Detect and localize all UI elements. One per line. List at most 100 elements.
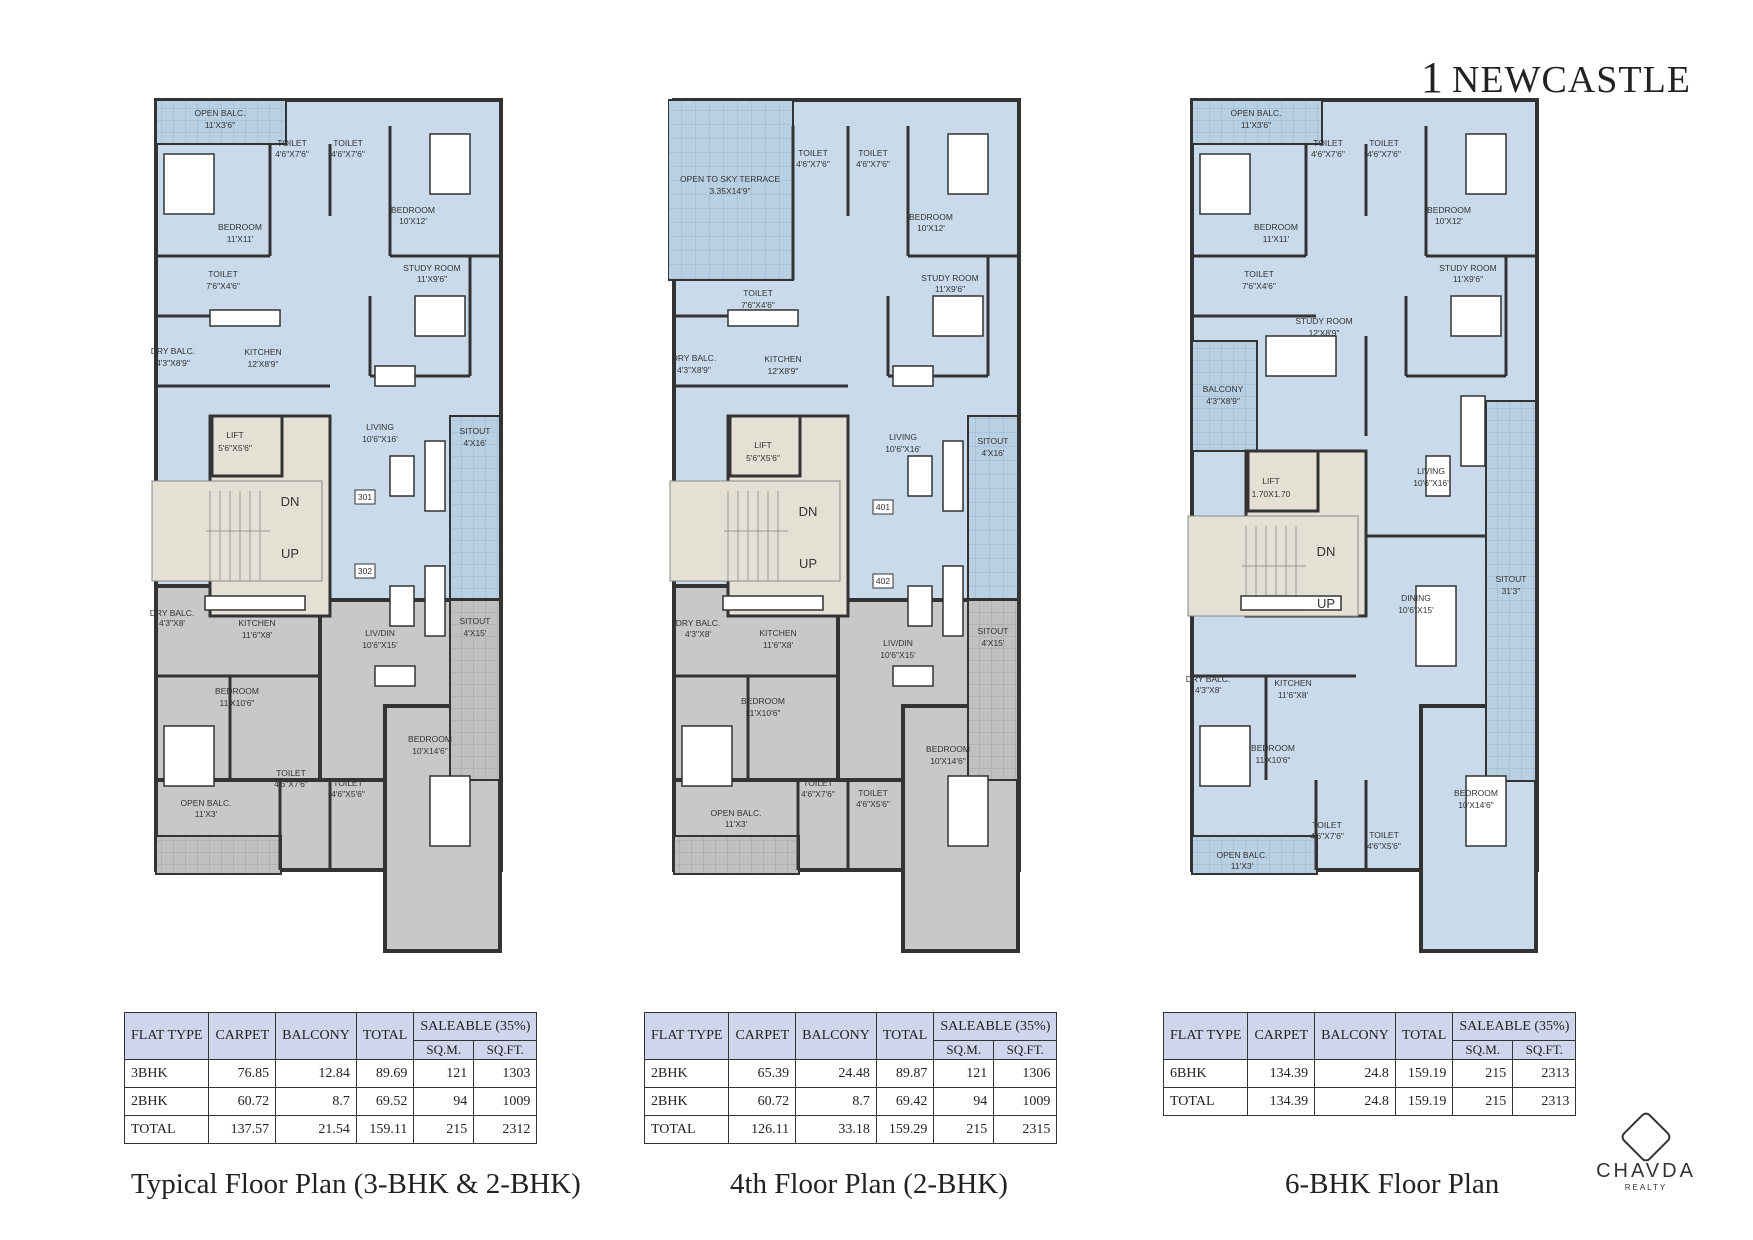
size-toilet-3: 7'6"X4'6": [1242, 281, 1276, 291]
col-balcony: BALCONY: [1314, 1012, 1396, 1060]
label-open-balc-top: OPEN BALC.: [194, 108, 245, 118]
size-toilet-4: 4'6"X7'6": [1310, 831, 1344, 841]
floor-plan-drawing-4th: OPEN TO SKY TERRACE 3.35X14'9" TOILET 4'…: [668, 98, 1021, 953]
cell-carpet: 76.85: [208, 1059, 277, 1088]
label-toilet-4: TOILET: [1312, 820, 1342, 830]
cell-sqm: 94: [933, 1087, 995, 1116]
label-livdin: LIV/DIN: [365, 628, 395, 638]
floor-plan-6bhk: OPEN BALC. 11'X3'6" BEDROOM 11'X11' TOIL…: [1186, 96, 1601, 966]
label-study: STUDY ROOM: [403, 263, 460, 273]
size-toilet-1: 4'6"X7'6": [275, 149, 309, 159]
label-toilet-4: TOILET: [803, 778, 833, 788]
logo-mark-icon: [1619, 1110, 1673, 1164]
lift-shaft: [210, 414, 284, 478]
cell-sqm: 215: [1452, 1087, 1514, 1116]
label-bedroom-1: BEDROOM: [1254, 222, 1298, 232]
label-toilet-5: TOILET: [333, 778, 363, 788]
cell-total: 69.42: [875, 1087, 935, 1116]
label-sitout-2: SITOUT: [459, 616, 490, 626]
cell-sqm: 94: [413, 1087, 475, 1116]
stair-steps: [1242, 526, 1306, 611]
label-toilet-2: TOILET: [1369, 138, 1399, 148]
size-dry-balc-2: 4'3"X8': [1195, 685, 1221, 695]
size-open-balc-bottom: 11'X3': [1231, 861, 1254, 871]
cell-total: 69.52: [355, 1087, 415, 1116]
label-lift: LIFT: [226, 430, 243, 440]
cell-carpet: 137.57: [208, 1115, 277, 1144]
label-stair-up: UP: [799, 556, 817, 571]
unit-badge-a: [872, 499, 894, 515]
size-bedroom-2: 10'X12': [917, 223, 945, 233]
label-toilet-1: TOILET: [277, 138, 307, 148]
label-dry-balc-1: DRY BALC.: [151, 346, 196, 356]
label-kitchen-1: KITCHEN: [244, 347, 281, 357]
label-living: LIVING: [889, 432, 917, 442]
col-saleable: SALEABLE (35%): [1452, 1012, 1577, 1041]
cell-sqft: 1306: [993, 1059, 1058, 1088]
label-sitout-1: SITOUT: [977, 436, 1008, 446]
floor-plan-typical: OPEN BALC. 11'X3'6" BEDROOM 11'X11' TOIL…: [150, 96, 565, 966]
table-row: TOTAL 134.39 24.8 159.19 215 2313: [1162, 1087, 1577, 1116]
label-kitchen-1: KITCHEN: [764, 354, 801, 364]
cell-total: 159.19: [1394, 1059, 1454, 1088]
label-toilet-3: TOILET: [1244, 269, 1274, 279]
col-sqft: SQ.FT.: [1512, 1040, 1577, 1060]
label-study: STUDY ROOM: [1439, 263, 1496, 273]
label-lift: LIFT: [1262, 476, 1279, 486]
stair-steps: [206, 491, 270, 581]
label-kitchen-2: KITCHEN: [1274, 678, 1311, 688]
open-balcony-bottom: [155, 835, 282, 875]
cell-balcony: 12.84: [275, 1059, 357, 1088]
col-total: TOTAL: [1394, 1012, 1454, 1060]
sitout-bottom: [449, 599, 501, 781]
size-dry-balc-1: 4'3"X8'9": [156, 358, 190, 368]
label-bedroom-3: BEDROOM: [741, 696, 785, 706]
size-lift: 5'6"X5'6": [746, 453, 780, 463]
col-saleable: SALEABLE (35%): [933, 1012, 1058, 1041]
label-terrace: OPEN TO SKY TERRACE: [680, 174, 780, 184]
floor-plan-drawing-6bhk: OPEN BALC. 11'X3'6" BEDROOM 11'X11' TOIL…: [1186, 98, 1539, 953]
logo-name: CHAVDA: [1596, 1160, 1696, 1182]
label-bedroom-1: BEDROOM: [218, 222, 262, 232]
label-kitchen-2: KITCHEN: [238, 618, 275, 628]
cell-type: 2BHK: [643, 1087, 730, 1116]
cell-sqft: 2315: [993, 1115, 1058, 1144]
label-toilet-5: TOILET: [858, 788, 888, 798]
unit-badge-b: [354, 563, 376, 579]
size-toilet-1: 4'6"X7'6": [1311, 149, 1345, 159]
label-stair-down: DN: [799, 504, 818, 519]
size-open-balc-bottom: 11'X3': [195, 809, 218, 819]
size-bedroom-3: 11'X10'6": [1256, 755, 1291, 765]
col-total: TOTAL: [355, 1012, 415, 1060]
sitout-top: [967, 415, 1019, 601]
table-row: TOTAL 137.57 21.54 159.11 215 2312: [123, 1115, 538, 1144]
cell-sqft: 1009: [473, 1087, 538, 1116]
table-row: TOTAL 126.11 33.18 159.29 215 2315: [643, 1115, 1058, 1144]
label-sitout-2: SITOUT: [977, 626, 1008, 636]
size-toilet-5: 4'6"X5'6": [856, 799, 890, 809]
col-carpet: CARPET: [1247, 1012, 1316, 1060]
cell-carpet: 60.72: [728, 1087, 797, 1116]
cell-carpet: 65.39: [728, 1059, 797, 1088]
area-table-4th: FLAT TYPE CARPET BALCONY TOTAL SALEABLE …: [643, 1012, 1058, 1144]
cell-balcony: 33.18: [795, 1115, 877, 1144]
size-toilet-1: 4'6"X7'6": [796, 159, 830, 169]
interior-walls: [1192, 126, 1537, 870]
table-row: 6BHK 134.39 24.8 159.19 215 2313: [1162, 1059, 1577, 1088]
col-flat-type: FLAT TYPE: [643, 1012, 730, 1060]
unit-number-b: 302: [358, 566, 372, 576]
balcony-left: [1191, 340, 1258, 452]
col-balcony: BALCONY: [275, 1012, 357, 1060]
furniture: [1199, 133, 1507, 847]
table-row: 2BHK 60.72 8.7 69.42 94 1009: [643, 1087, 1058, 1116]
cell-carpet: 60.72: [208, 1087, 277, 1116]
size-kitchen-1: 12'X8'9": [768, 366, 799, 376]
label-stair-up: UP: [1317, 596, 1335, 611]
cell-type: 2BHK: [643, 1059, 730, 1088]
label-toilet-1: TOILET: [1313, 138, 1343, 148]
cell-sqft: 2312: [473, 1115, 538, 1144]
col-carpet: CARPET: [728, 1012, 797, 1060]
cell-carpet: 134.39: [1247, 1059, 1316, 1088]
size-kitchen-1: 12'X8'9": [248, 359, 279, 369]
label-dry-balc-2: DRY BALC.: [1186, 674, 1230, 684]
